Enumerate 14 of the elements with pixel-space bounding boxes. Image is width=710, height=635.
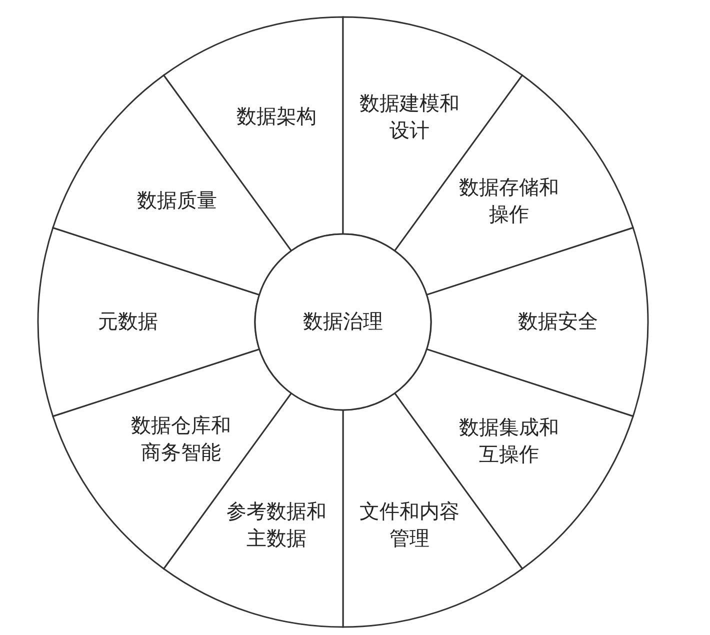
- segment-label: 数据集成和互操作: [458, 416, 560, 468]
- wheel-segment: [426, 227, 648, 417]
- segment-label: 数据建模和设计: [358, 92, 460, 144]
- wheel-segment: [38, 227, 260, 417]
- center-label: 数据治理: [303, 310, 383, 334]
- segment-label: 数据存储和操作: [458, 176, 560, 228]
- segment-label: 数据架构: [236, 105, 317, 130]
- segment-label: 数据安全: [518, 310, 598, 334]
- segment-label: 数据质量: [137, 189, 218, 214]
- segment-label: 元数据: [98, 310, 158, 334]
- center-circle: [254, 233, 432, 411]
- segment-label: 参考数据和主数据: [226, 500, 328, 552]
- segment-label: 数据仓库和商务智能: [130, 414, 232, 466]
- segment-label: 文件和内容管理: [358, 500, 460, 552]
